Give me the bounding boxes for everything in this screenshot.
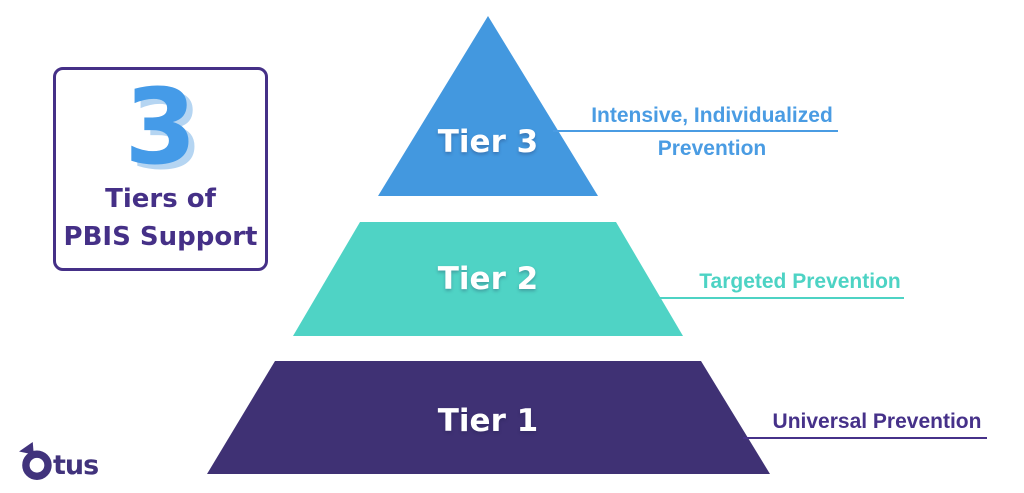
tier3-shape: [378, 16, 598, 196]
tier2-name-label: Tier 2: [437, 261, 539, 297]
tier1-name-label: Tier 1: [437, 403, 539, 439]
tier3-description-line1: Intensive, Individualized: [591, 104, 833, 127]
title-line-1: Tiers of: [105, 184, 216, 214]
tier3-description-line2: Prevention: [657, 137, 767, 160]
tier-count-number: 3: [124, 66, 197, 188]
title-line-2: PBIS Support: [63, 222, 258, 252]
otus-logo: tus: [19, 441, 99, 481]
tier1-description: Universal Prevention: [772, 410, 982, 433]
tier2-shape: [293, 222, 683, 336]
otus-circular-arrow-icon: [19, 442, 52, 480]
title-box: 3 Tiers of PBIS Support: [53, 67, 268, 271]
tier2-description: Targeted Prevention: [699, 270, 901, 293]
tier1-shape: [207, 361, 770, 474]
tier3-name-label: Tier 3: [437, 124, 539, 160]
otus-logo-text: tus: [53, 450, 99, 481]
